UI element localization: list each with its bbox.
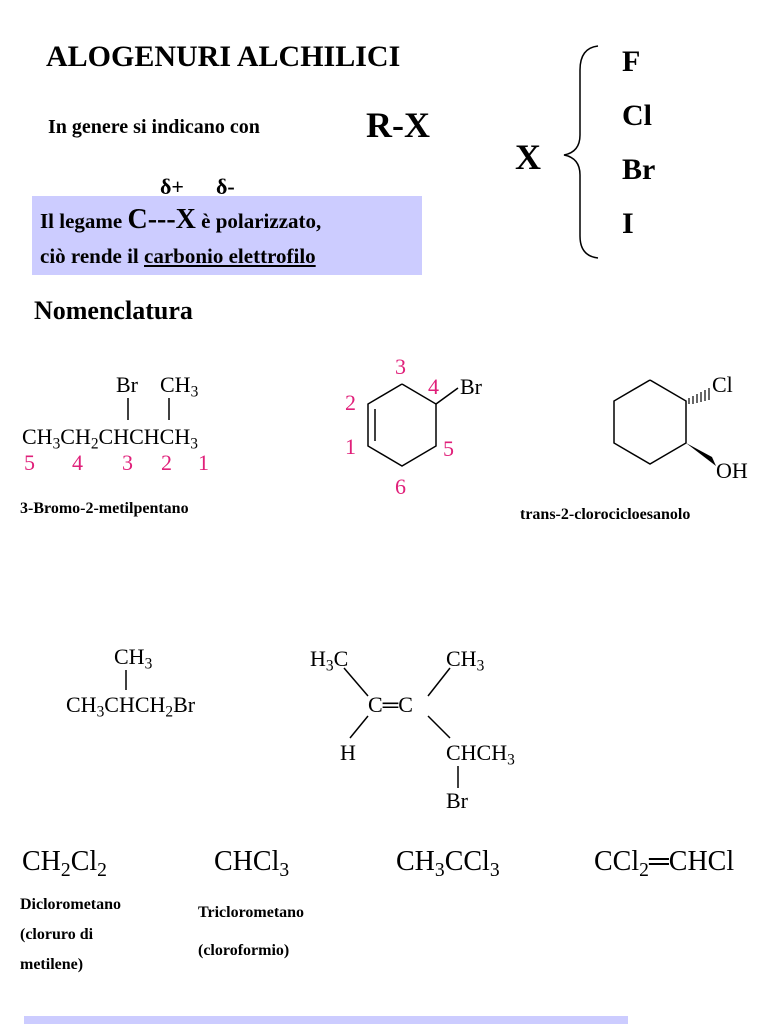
mol1-num-2: 2 [161,450,172,475]
name-cloruro-di: (cloruro di [20,926,94,943]
mol5-br: Br [446,788,468,813]
halogen-cl: Cl [622,99,652,132]
bottom-highlight-bar [24,1016,628,1024]
polarization-line2-prefix: ciò rende il [40,244,139,268]
formula-ch2cl2: CH2Cl2 [22,846,107,881]
polarization-suffix: è polarizzato, [201,209,322,233]
name-metilene: metilene) [20,956,84,973]
mol4-chain: CH3CHCH2Br [66,692,196,721]
mol2-num-2: 2 [345,390,356,415]
mol1-br: Br [116,372,138,397]
halogen-br: Br [622,153,656,186]
polarization-bond: C---X [127,204,196,235]
polarization-line-1: Il legame C---X è polarizzato, [40,204,321,236]
mol1-num-3: 3 [122,450,133,475]
name-diclorometano: Diclorometano [20,896,122,913]
polarization-emphasis: carbonio elettrofilo [144,244,316,268]
mol1-name: 3-Bromo-2-metilpentano [20,500,189,517]
mol1-num-4: 4 [72,450,83,475]
polarization-box [32,196,422,275]
mol2-num-6: 6 [395,474,406,499]
mol5-h3c: H3C [310,646,349,675]
mol3-oh: OH [716,458,748,483]
mol1-ch3: CH3 [160,372,199,401]
mol3-cl: Cl [712,372,733,397]
mol5-ch3: CH3 [446,646,485,675]
delta-plus: δ+ [160,174,184,199]
formula-chcl3: CHCl3 [214,846,290,881]
polarization-prefix: Il legame [40,209,123,233]
mol2-br: Br [460,374,482,399]
polarization-line-2: ciò rende il carbonio elettrofilo [40,244,316,269]
mol2-num-3: 3 [395,354,406,379]
formula-ccl2-chcl: CCl2═CHCl [594,846,735,881]
name-triclorometano: Triclorometano [198,904,305,921]
delta-minus: δ- [216,174,235,199]
halogen-f: F [622,45,641,78]
name-cloroformio: (cloroformio) [198,942,290,959]
mol5-chch3: CHCH3 [446,740,515,769]
halogen-i: I [622,207,634,240]
rx-formula: R-X [366,105,430,145]
mol4-ch3: CH3 [114,644,153,673]
mol1-num-1: 1 [198,450,209,475]
mol5-h: H [340,740,356,765]
mol1-chain: CH3CH2CHCHCH3 [22,424,198,453]
mol1-num-5: 5 [24,450,35,475]
mol2-num-4: 4 [428,374,439,399]
section-heading: Nomenclatura [34,296,193,325]
halogen-symbol-x: X [515,137,541,177]
mol2-num-5: 5 [443,436,454,461]
formula-ch3ccl3: CH3CCl3 [396,846,500,881]
mol3-name: trans-2-clorocicloesanolo [520,506,691,523]
intro-text: In genere si indicano con [48,116,260,138]
mol2-num-1: 1 [345,434,356,459]
page-title: ALOGENURI ALCHILICI [46,40,401,73]
mol5-double-bond: C═C [368,692,413,717]
